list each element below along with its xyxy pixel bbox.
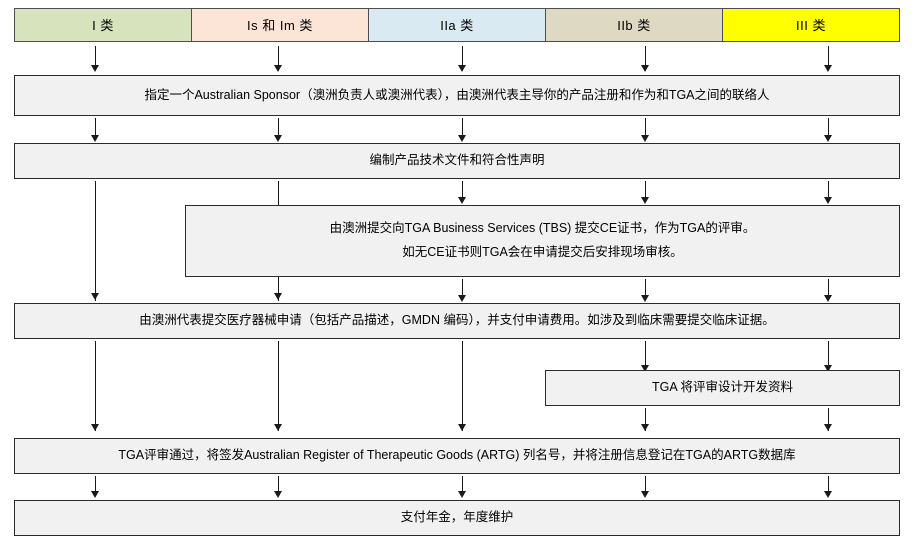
arrowhead-application-to-artg-i: [91, 424, 99, 431]
step-box-sponsor: 指定一个Australian Sponsor（澳洲负责人或澳洲代表），由澳洲代表…: [14, 75, 900, 116]
arrowhead-sponsor-to-techfile-iib: [641, 135, 649, 142]
arrowhead-artg-to-annualfee-iii: [824, 491, 832, 498]
class-label-iib: IIb 类: [617, 17, 651, 33]
arrowhead-application-to-artg-is-im: [274, 424, 282, 431]
step-text-tech-file: 编制产品技术文件和符合性声明: [369, 153, 545, 168]
connector-line-techfile-bypass-i: [95, 181, 96, 301]
class-label-is-im: Is 和 Im 类: [247, 17, 313, 33]
step-text-sponsor: 指定一个Australian Sponsor（澳洲负责人或澳洲代表），由澳洲代表…: [144, 87, 770, 102]
connector-line-designreview-to-artg-iib: [645, 408, 646, 431]
connector-line-class-is-im-to-sponsor: [278, 46, 279, 67]
arrowhead-sponsor-to-techfile-iii: [824, 135, 832, 142]
connector-line-artg-to-annualfee-iib: [645, 476, 646, 493]
class-cell-iii: III 类: [722, 8, 900, 42]
connector-line-sponsor-to-techfile-iii: [828, 118, 829, 137]
class-cell-iia: IIa 类: [368, 8, 546, 42]
connector-line-artg-to-annualfee-iia: [462, 476, 463, 493]
connector-line-class-i-to-sponsor: [95, 46, 96, 67]
arrowhead-application-to-designreview-iii: [824, 365, 832, 372]
device-class-header-bar: I 类 Is 和 Im 类 IIa 类 IIb 类 III 类: [14, 8, 900, 42]
connector-line-class-iia-to-sponsor: [462, 46, 463, 67]
arrowhead-artg-to-annualfee-i: [91, 491, 99, 498]
connector-line-ce-to-application-iib: [645, 279, 646, 297]
connector-line-artg-to-annualfee-is-im: [278, 476, 279, 493]
arrowhead-artg-to-annualfee-iib: [641, 491, 649, 498]
arrowhead-class-iia-to-sponsor: [458, 65, 466, 72]
arrowhead-artg-to-annualfee-is-im: [274, 491, 282, 498]
connector-line-application-to-designreview-iib: [645, 341, 646, 367]
connector-line-sponsor-to-techfile-iib: [645, 118, 646, 137]
step-text-annual-fee: 支付年金，年度维护: [400, 510, 514, 525]
connector-line-sponsor-to-techfile-iia: [462, 118, 463, 137]
connector-line-application-to-artg-iia: [462, 341, 463, 431]
arrowhead-designreview-to-artg-iii: [824, 424, 832, 431]
connector-line-techfile-to-ce-iia: [462, 181, 463, 199]
arrowhead-techfile-bypass-i: [91, 293, 99, 300]
step-text-ce-certificate-line1: 由澳洲提交向TGA Business Services (TBS) 提交CE证书…: [329, 221, 756, 236]
arrowhead-designreview-to-artg-iib: [641, 424, 649, 431]
class-cell-is-im: Is 和 Im 类: [191, 8, 369, 42]
connector-line-ce-to-application-iii: [828, 279, 829, 297]
step-box-annual-fee: 支付年金，年度维护: [14, 500, 900, 536]
arrowhead-class-iib-to-sponsor: [641, 65, 649, 72]
arrowhead-class-iii-to-sponsor: [824, 65, 832, 72]
connector-line-ce-to-application-iia: [462, 279, 463, 297]
class-label-i: I 类: [92, 17, 114, 33]
connector-line-class-iii-to-sponsor: [828, 46, 829, 67]
step-box-tech-file: 编制产品技术文件和符合性声明: [14, 143, 900, 179]
connector-line-techfile-to-ce-iib: [645, 181, 646, 199]
arrowhead-sponsor-to-techfile-i: [91, 135, 99, 142]
step-box-design-review: TGA 将评审设计开发资料: [545, 370, 900, 406]
step-text-application: 由澳洲代表提交医疗器械申请（包括产品描述，GMDN 编码），并支付申请费用。如涉…: [139, 313, 775, 328]
arrowhead-class-is-im-to-sponsor: [274, 65, 282, 72]
class-label-iii: III 类: [796, 17, 826, 33]
connector-line-designreview-to-artg-iii: [828, 408, 829, 431]
step-text-design-review: TGA 将评审设计开发资料: [652, 380, 793, 395]
connector-line-artg-to-annualfee-i: [95, 476, 96, 493]
arrowhead-ce-to-application-iib: [641, 295, 649, 302]
class-cell-i: I 类: [14, 8, 192, 42]
arrowhead-techfile-to-ce-iii: [824, 197, 832, 204]
arrowhead-ce-to-application-iia: [458, 295, 466, 302]
connector-line-application-to-artg-is-im: [278, 341, 279, 431]
arrowhead-artg-to-annualfee-iia: [458, 491, 466, 498]
arrowhead-application-to-designreview-iib: [641, 365, 649, 372]
class-label-iia: IIa 类: [440, 17, 474, 33]
arrowhead-sponsor-to-techfile-iia: [458, 135, 466, 142]
connector-line-class-iib-to-sponsor: [645, 46, 646, 67]
arrowhead-ce-to-application-iii: [824, 295, 832, 302]
class-cell-iib: IIb 类: [545, 8, 723, 42]
arrowhead-techfile-to-ce-iia: [458, 197, 466, 204]
arrowhead-sponsor-to-techfile-is-im: [274, 135, 282, 142]
arrowhead-class-i-to-sponsor: [91, 65, 99, 72]
step-text-artg-listing: TGA评审通过，将签发Australian Register of Therap…: [118, 448, 796, 463]
step-box-ce-certificate: 由澳洲提交向TGA Business Services (TBS) 提交CE证书…: [185, 205, 900, 277]
connector-line-sponsor-to-techfile-i: [95, 118, 96, 137]
arrowhead-application-to-artg-iia: [458, 424, 466, 431]
connector-line-sponsor-to-techfile-is-im: [278, 118, 279, 137]
step-box-application: 由澳洲代表提交医疗器械申请（包括产品描述，GMDN 编码），并支付申请费用。如涉…: [14, 303, 900, 339]
step-text-ce-certificate-line2: 如无CE证书则TGA会在申请提交后安排现场审核。: [402, 245, 683, 259]
connector-line-artg-to-annualfee-iii: [828, 476, 829, 493]
connector-line-application-to-designreview-iii: [828, 341, 829, 367]
connector-line-techfile-to-ce-iii: [828, 181, 829, 199]
arrowhead-techfile-bypass-is-im: [274, 293, 282, 300]
connector-line-application-to-artg-i: [95, 341, 96, 431]
step-box-artg-listing: TGA评审通过，将签发Australian Register of Therap…: [14, 438, 900, 474]
arrowhead-techfile-to-ce-iib: [641, 197, 649, 204]
